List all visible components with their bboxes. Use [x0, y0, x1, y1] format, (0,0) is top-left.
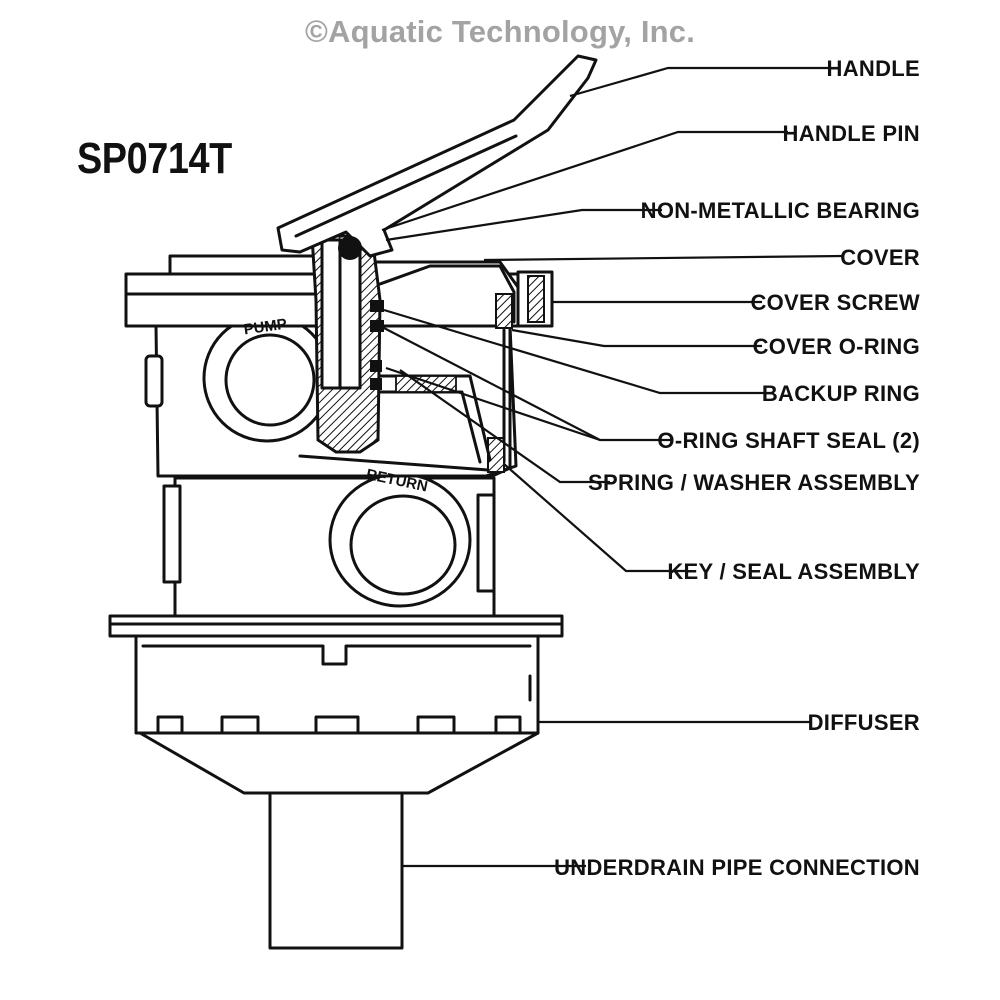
label-key-seal-assembly: KEY / SEAL ASSEMBLY [667, 559, 920, 584]
label-underdrain-pipe-connection: UNDERDRAIN PIPE CONNECTION [554, 855, 920, 880]
label-cover: COVER [840, 245, 920, 270]
diffuser-housing [134, 634, 540, 735]
label-backup-ring: BACKUP RING [762, 381, 920, 406]
leader-handle-pin [381, 130, 788, 232]
return-port [328, 472, 472, 608]
handle-pin [338, 236, 362, 260]
cover-screw [516, 270, 554, 328]
copyright-notice: ©Aquatic Technology, Inc. [304, 14, 696, 49]
leader-key-seal [503, 463, 686, 573]
label-diffuser: DIFFUSER [808, 710, 920, 735]
valve-flange [108, 614, 564, 638]
leader-cover [483, 254, 845, 262]
label-non-metallic-bearing: NON-METALLIC BEARING [641, 198, 920, 223]
diffuser-cone [138, 731, 540, 795]
leader-spring-washer [399, 369, 610, 484]
leader-non-metallic-bearing [385, 208, 662, 242]
leader-backup-ring [383, 308, 774, 395]
valve-handle [276, 54, 598, 258]
leader-o-ring-shaft-seal-2 [385, 366, 601, 442]
label-o-ring-shaft-seal: O-RING SHAFT SEAL (2) [657, 428, 920, 453]
valve-shaft [310, 234, 384, 454]
label-handle: HANDLE [827, 56, 920, 81]
underdrain-pipe [268, 790, 404, 950]
label-spring-washer-assembly: SPRING / WASHER ASSEMBLY [588, 470, 920, 495]
leader-cover-o-ring [511, 328, 762, 348]
pump-port-label: PUMP [243, 316, 288, 339]
leader-lines [381, 66, 845, 868]
leader-handle [569, 66, 830, 98]
label-cover-screw: COVER SCREW [750, 290, 920, 315]
label-cover-o-ring: COVER O-RING [753, 334, 920, 359]
valve-internal-section [298, 293, 513, 480]
model-number: SP0714T [77, 134, 232, 183]
part-labels: HANDLE HANDLE PIN NON-METALLIC BEARING C… [554, 56, 920, 880]
label-handle-pin: HANDLE PIN [783, 121, 920, 146]
